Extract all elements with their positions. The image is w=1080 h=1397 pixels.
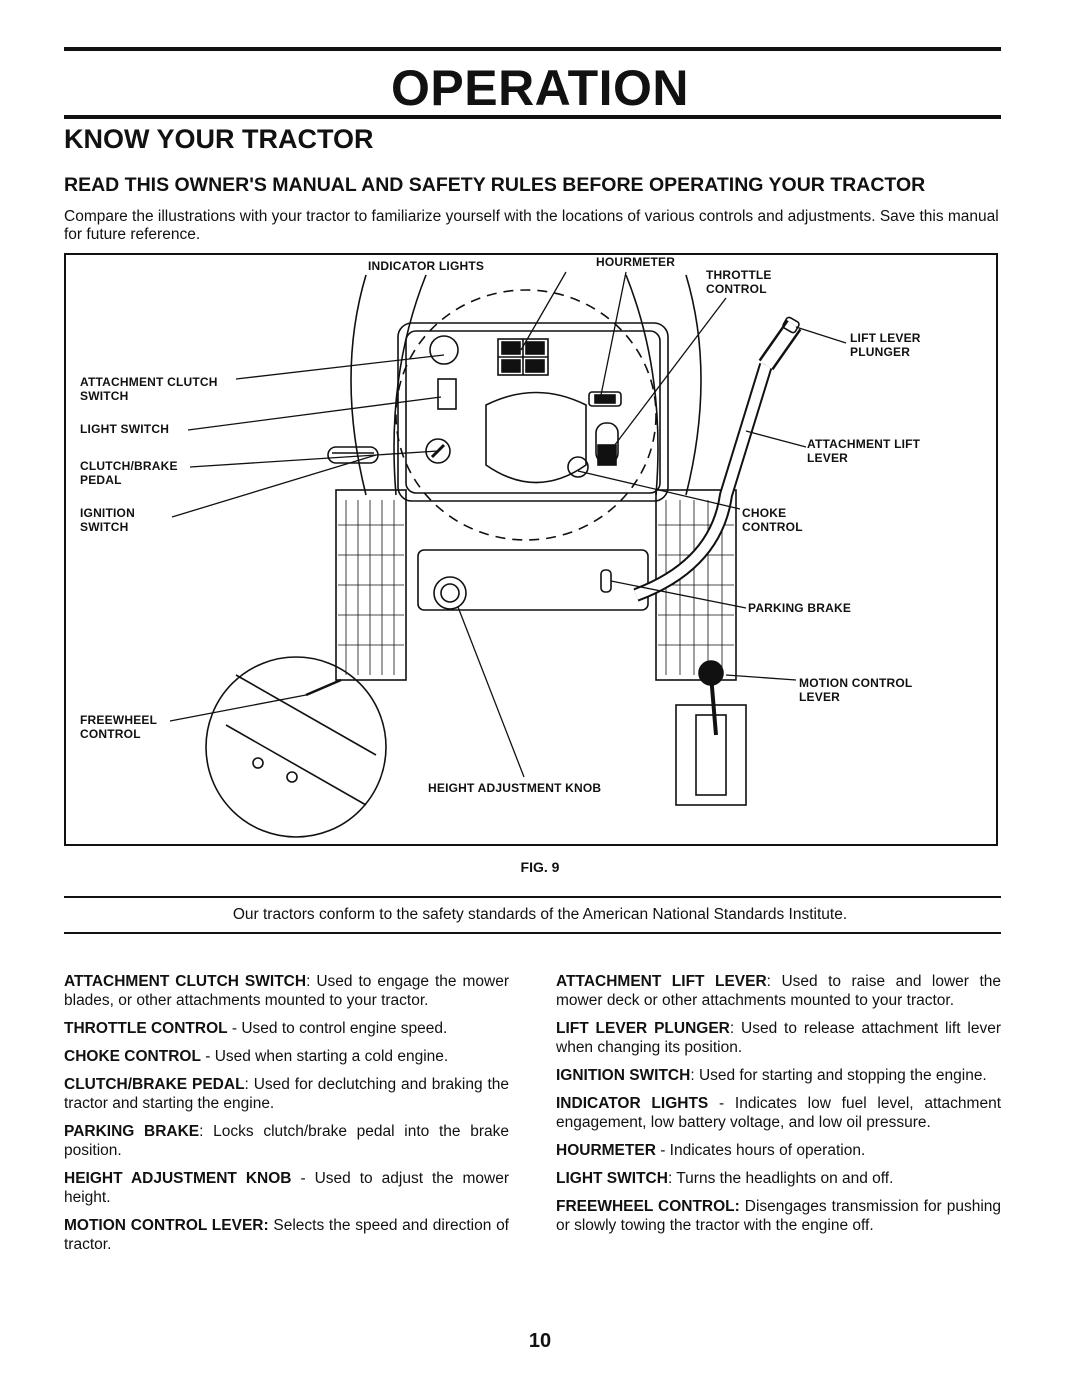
label-attachment-lift-1: ATTACHMENT LIFT [807,437,921,451]
desc-attachment-clutch-switch: ATTACHMENT CLUTCH SWITCH: Used to engage… [64,973,509,1009]
left-column: ATTACHMENT CLUTCH SWITCH: Used to engage… [64,972,509,1263]
page-title: OPERATION [390,60,690,116]
tractor-controls-figure: INDICATOR LIGHTS HOURMETER THROTTLE CONT… [64,253,998,846]
desc-height-adjustment-knob: HEIGHT ADJUSTMENT KNOB - Used to adjust … [64,1170,509,1206]
label-height-adjustment-knob: HEIGHT ADJUSTMENT KNOB [428,781,602,795]
label-clutch-brake-2: PEDAL [80,473,122,487]
page-number: 10 [528,1330,552,1352]
ansi-note: Our tractors conform to the safety stand… [232,906,848,923]
ansi-bottom-rule [64,932,1001,934]
desc-ignition-switch: IGNITION SWITCH: Used for starting and s… [556,1067,987,1084]
label-attachment-clutch-1: ATTACHMENT CLUTCH [80,375,218,389]
header-bottom-rule [64,115,1001,119]
label-indicator-lights: INDICATOR LIGHTS [368,259,485,273]
desc-throttle-control: THROTTLE CONTROL - Used to control engin… [64,1020,448,1037]
label-parking-brake: PARKING BRAKE [748,601,852,615]
desc-hourmeter: HOURMETER - Indicates hours of operation… [556,1142,866,1159]
label-choke-2: CONTROL [742,520,803,534]
desc-parking-brake: PARKING BRAKE: Locks clutch/brake pedal … [64,1123,509,1159]
desc-indicator-lights: INDICATOR LIGHTS - Indicates low fuel le… [556,1095,1002,1131]
ansi-top-rule [64,896,1001,898]
label-ignition-1: IGNITION [80,506,135,520]
label-throttle-1: THROTTLE [706,268,772,282]
label-ignition-2: SWITCH [80,520,129,534]
label-choke-1: CHOKE [742,506,787,520]
label-throttle-2: CONTROL [706,282,767,296]
desc-clutch-brake-pedal: CLUTCH/BRAKE PEDAL: Used for declutching… [64,1076,510,1112]
desc-light-switch: LIGHT SWITCH: Turns the headlights on an… [556,1170,894,1187]
intro-paragraph: Compare the illustrations with your trac… [64,208,999,243]
section-subtitle: READ THIS OWNER'S MANUAL AND SAFETY RULE… [64,174,926,196]
tractor-illustration [169,271,847,838]
label-lift-plunger-1: LIFT LEVER [850,331,921,345]
label-freewheel-1: FREEWHEEL [80,713,158,727]
label-freewheel-2: CONTROL [80,727,141,741]
right-column: ATTACHMENT LIFT LEVER: Used to raise and… [556,972,1001,1244]
desc-lift-lever-plunger: LIFT LEVER PLUNGER: Used to release atta… [556,1020,1001,1056]
label-lift-plunger-2: PLUNGER [850,345,911,359]
desc-attachment-lift-lever: ATTACHMENT LIFT LEVER: Used to raise and… [556,973,1001,1009]
label-light-switch: LIGHT SWITCH [80,422,170,436]
label-clutch-brake-1: CLUTCH/BRAKE [80,459,178,473]
header-top-rule [64,47,1001,51]
label-motion-control-2: LEVER [799,690,841,704]
desc-choke-control: CHOKE CONTROL - Used when starting a col… [64,1048,449,1065]
desc-motion-control-lever: MOTION CONTROL LEVER: Selects the speed … [64,1217,509,1253]
label-attachment-lift-2: LEVER [807,451,849,465]
label-motion-control-1: MOTION CONTROL [799,676,913,690]
label-attachment-clutch-2: SWITCH [80,389,129,403]
section-title: KNOW YOUR TRACTOR [64,124,374,154]
desc-freewheel-control: FREEWHEEL CONTROL: Disengages transmissi… [556,1198,1002,1234]
label-hourmeter: HOURMETER [596,255,676,269]
figure-caption: FIG. 9 [520,859,560,875]
